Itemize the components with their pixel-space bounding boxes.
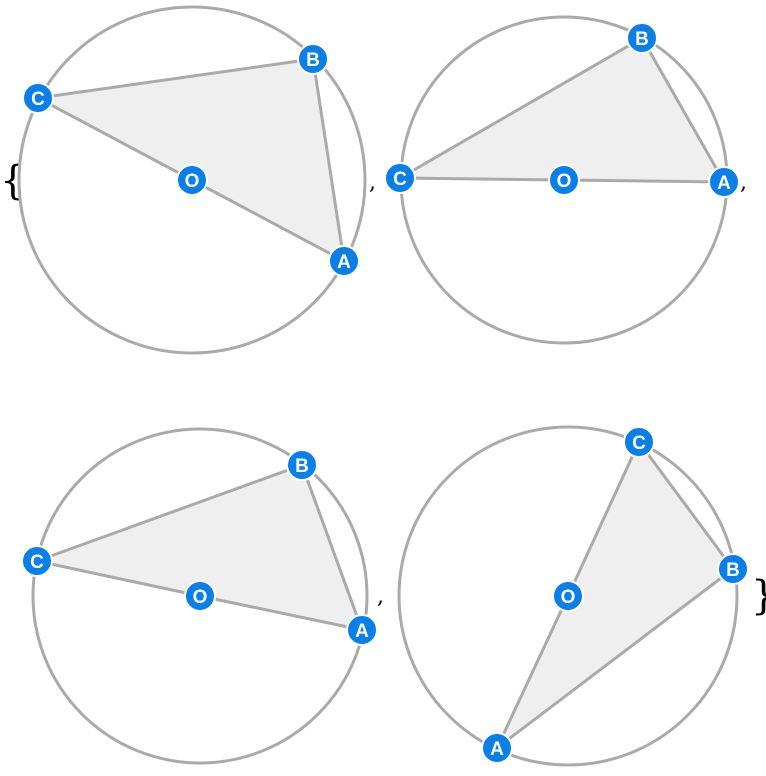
- figure-4: C B O A: [397, 425, 749, 767]
- point-o: O: [552, 580, 584, 612]
- point-c-label: C: [393, 169, 407, 190]
- point-c-label: C: [31, 89, 45, 110]
- segment-ba: [300, 463, 364, 632]
- point-a-label: A: [337, 252, 351, 273]
- point-c-marker: [384, 162, 416, 194]
- separator-comma-3: ,: [377, 584, 384, 609]
- point-b: B: [286, 449, 318, 481]
- point-c-label: C: [30, 552, 44, 573]
- point-c-marker: [22, 82, 54, 114]
- segment-oa: [495, 594, 570, 750]
- triangle-abc: [400, 38, 724, 182]
- segment-cb: [35, 463, 304, 563]
- point-a-label: A: [355, 621, 369, 642]
- point-b: B: [626, 22, 658, 54]
- triangle-abc: [497, 442, 733, 748]
- separator-comma-1: ,: [369, 170, 376, 195]
- circumcircle: [31, 427, 369, 765]
- point-o: O: [548, 164, 580, 196]
- point-a: A: [346, 614, 378, 646]
- close-brace: }: [751, 573, 766, 619]
- point-a: A: [708, 166, 740, 198]
- segment-cb: [398, 36, 644, 180]
- point-a: A: [481, 732, 513, 764]
- triangle-abc: [38, 59, 344, 261]
- point-b-label: B: [306, 50, 320, 71]
- point-a-marker: [708, 166, 740, 198]
- segment-oa: [198, 594, 364, 632]
- point-b: B: [297, 43, 329, 75]
- point-c-label: C: [632, 433, 646, 454]
- point-b-marker: [286, 449, 318, 481]
- point-c: C: [21, 545, 53, 577]
- point-o-label: O: [193, 587, 208, 608]
- segment-ba: [640, 36, 726, 184]
- point-b-marker: [717, 553, 749, 585]
- segment-ba: [311, 57, 346, 263]
- point-o: O: [184, 580, 216, 612]
- point-o-label: O: [557, 171, 572, 192]
- point-a-label: A: [717, 173, 731, 194]
- point-b: B: [717, 553, 749, 585]
- figure-2: B C O A: [384, 15, 740, 345]
- separator-comma-2: ,: [740, 170, 747, 195]
- point-b-label: B: [295, 456, 309, 477]
- segment-oa: [562, 178, 726, 184]
- open-brace: {: [0, 158, 25, 204]
- point-b-marker: [626, 22, 658, 54]
- point-o: O: [176, 164, 208, 196]
- segment-oa: [190, 178, 346, 263]
- point-c: C: [384, 162, 416, 194]
- point-c: C: [22, 82, 54, 114]
- point-a: A: [328, 245, 360, 277]
- point-c: C: [623, 426, 655, 458]
- segment-cb: [637, 440, 735, 571]
- circumcircle: [397, 425, 739, 767]
- figure-1: C B O A: [17, 5, 367, 355]
- point-b-marker: [297, 43, 329, 75]
- point-a-marker: [346, 614, 378, 646]
- segment-co: [35, 559, 202, 598]
- point-a-marker: [328, 245, 360, 277]
- point-c-marker: [623, 426, 655, 458]
- segment-co: [36, 96, 194, 182]
- point-a-label: A: [490, 739, 504, 760]
- point-o-label: O: [561, 587, 576, 608]
- point-a-marker: [481, 732, 513, 764]
- figure-3: B C O A: [21, 427, 378, 765]
- point-o-marker: [184, 580, 216, 612]
- circumcircle: [17, 5, 367, 355]
- point-o-label: O: [185, 171, 200, 192]
- segment-co: [398, 176, 566, 182]
- segment-co: [566, 440, 641, 598]
- point-o-marker: [548, 164, 580, 196]
- point-c-marker: [21, 545, 53, 577]
- point-b-label: B: [635, 29, 649, 50]
- point-b-label: B: [726, 560, 740, 581]
- segment-ba: [495, 567, 735, 750]
- point-o-marker: [176, 164, 208, 196]
- point-o-marker: [552, 580, 584, 612]
- triangle-abc: [37, 465, 362, 630]
- segment-cb: [36, 57, 315, 100]
